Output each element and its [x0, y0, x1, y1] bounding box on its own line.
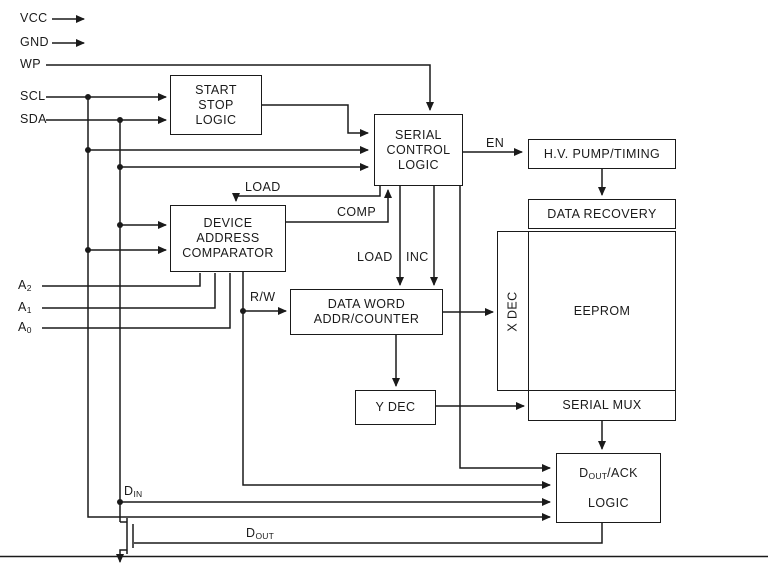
block-eeprom: EEPROM [528, 231, 676, 391]
junction-dot [85, 147, 91, 153]
junction-dot [117, 499, 123, 505]
wire-start-stop-to-serial-control [262, 104, 369, 137]
dout-ack-sub: OUT [588, 470, 608, 481]
pin-label-a0: A0 [18, 320, 32, 335]
pin-label-scl: SCL [20, 89, 46, 103]
dout-ack-line2: LOGIC [588, 495, 629, 510]
block-y-dec: Y DEC [355, 390, 436, 425]
dout-ack-post: /ACK [607, 465, 638, 480]
dout-ack-pre: D [579, 465, 589, 480]
pin-label-sda: SDA [20, 112, 47, 126]
a2-sub: 2 [26, 283, 32, 293]
block-data-recovery: DATA RECOVERY [528, 199, 676, 229]
wire-load-to-comparator [232, 186, 381, 202]
wire-label-en: EN [486, 136, 505, 150]
wire-label-comp: COMP [337, 205, 377, 219]
junction-dot [117, 222, 123, 228]
pin-label-din: DIN [124, 484, 142, 499]
x-dec-label: X DEC [505, 290, 520, 332]
block-dout-ack-logic: DOUT/ACK LOGIC [556, 453, 661, 523]
wire-a0-to-comparator [42, 273, 231, 329]
block-serial-control-logic: SERIAL CONTROL LOGIC [374, 114, 463, 186]
wire-rw-to-dout-ack [242, 272, 551, 489]
block-device-address-comparator: DEVICE ADDRESS COMPARATOR [170, 205, 286, 272]
pin-label-a2: A2 [18, 278, 32, 293]
junction-dot [117, 117, 123, 123]
block-data-word-addr-counter: DATA WORD ADDR/COUNTER [290, 289, 443, 335]
wire-serial-control-to-dout-ack [459, 186, 551, 472]
wire-label-load-comparator: LOAD [245, 180, 281, 194]
dout-ack-line1: DOUT/ACK [579, 466, 638, 481]
pin-label-vcc: VCC [20, 11, 48, 25]
wire-label-rw: R/W [250, 290, 276, 304]
block-serial-mux: SERIAL MUX [528, 391, 676, 421]
pin-label-dout: DOUT [246, 526, 274, 541]
a0-base: A [18, 320, 27, 334]
transistor-source-lead [116, 549, 127, 563]
wire-a1-to-comparator [42, 273, 216, 309]
junction-dot [85, 94, 91, 100]
block-start-stop-logic: START STOP LOGIC [170, 75, 262, 135]
a1-base: A [18, 300, 27, 314]
a2-base: A [18, 278, 27, 292]
din-base: D [124, 484, 134, 498]
junction-dot [117, 164, 123, 170]
din-sub: IN [133, 489, 143, 499]
wire-a2-to-comparator [42, 273, 201, 287]
a1-sub: 1 [26, 305, 32, 315]
junction-dot [85, 247, 91, 253]
wire-comp-to-serial-control [286, 189, 392, 223]
a0-sub: 0 [26, 325, 32, 335]
junction-dot [240, 308, 246, 314]
block-x-dec: X DEC [497, 231, 528, 391]
wire-dout-to-transistor-gate [134, 523, 603, 544]
wire-label-inc: INC [406, 250, 429, 264]
wire-label-load-counter: LOAD [357, 250, 393, 264]
wire-scl-bus [87, 97, 551, 521]
pin-label-gnd: GND [20, 35, 49, 49]
pin-label-wp: WP [20, 57, 41, 71]
wire-wp-to-serial-control [46, 64, 434, 111]
dout-ack-label: DOUT/ACK LOGIC [579, 451, 638, 526]
dout-base: D [246, 526, 256, 540]
block-hv-pump-timing: H.V. PUMP/TIMING [528, 139, 676, 169]
pin-label-a1: A1 [18, 300, 32, 315]
dout-sub: OUT [255, 531, 274, 541]
